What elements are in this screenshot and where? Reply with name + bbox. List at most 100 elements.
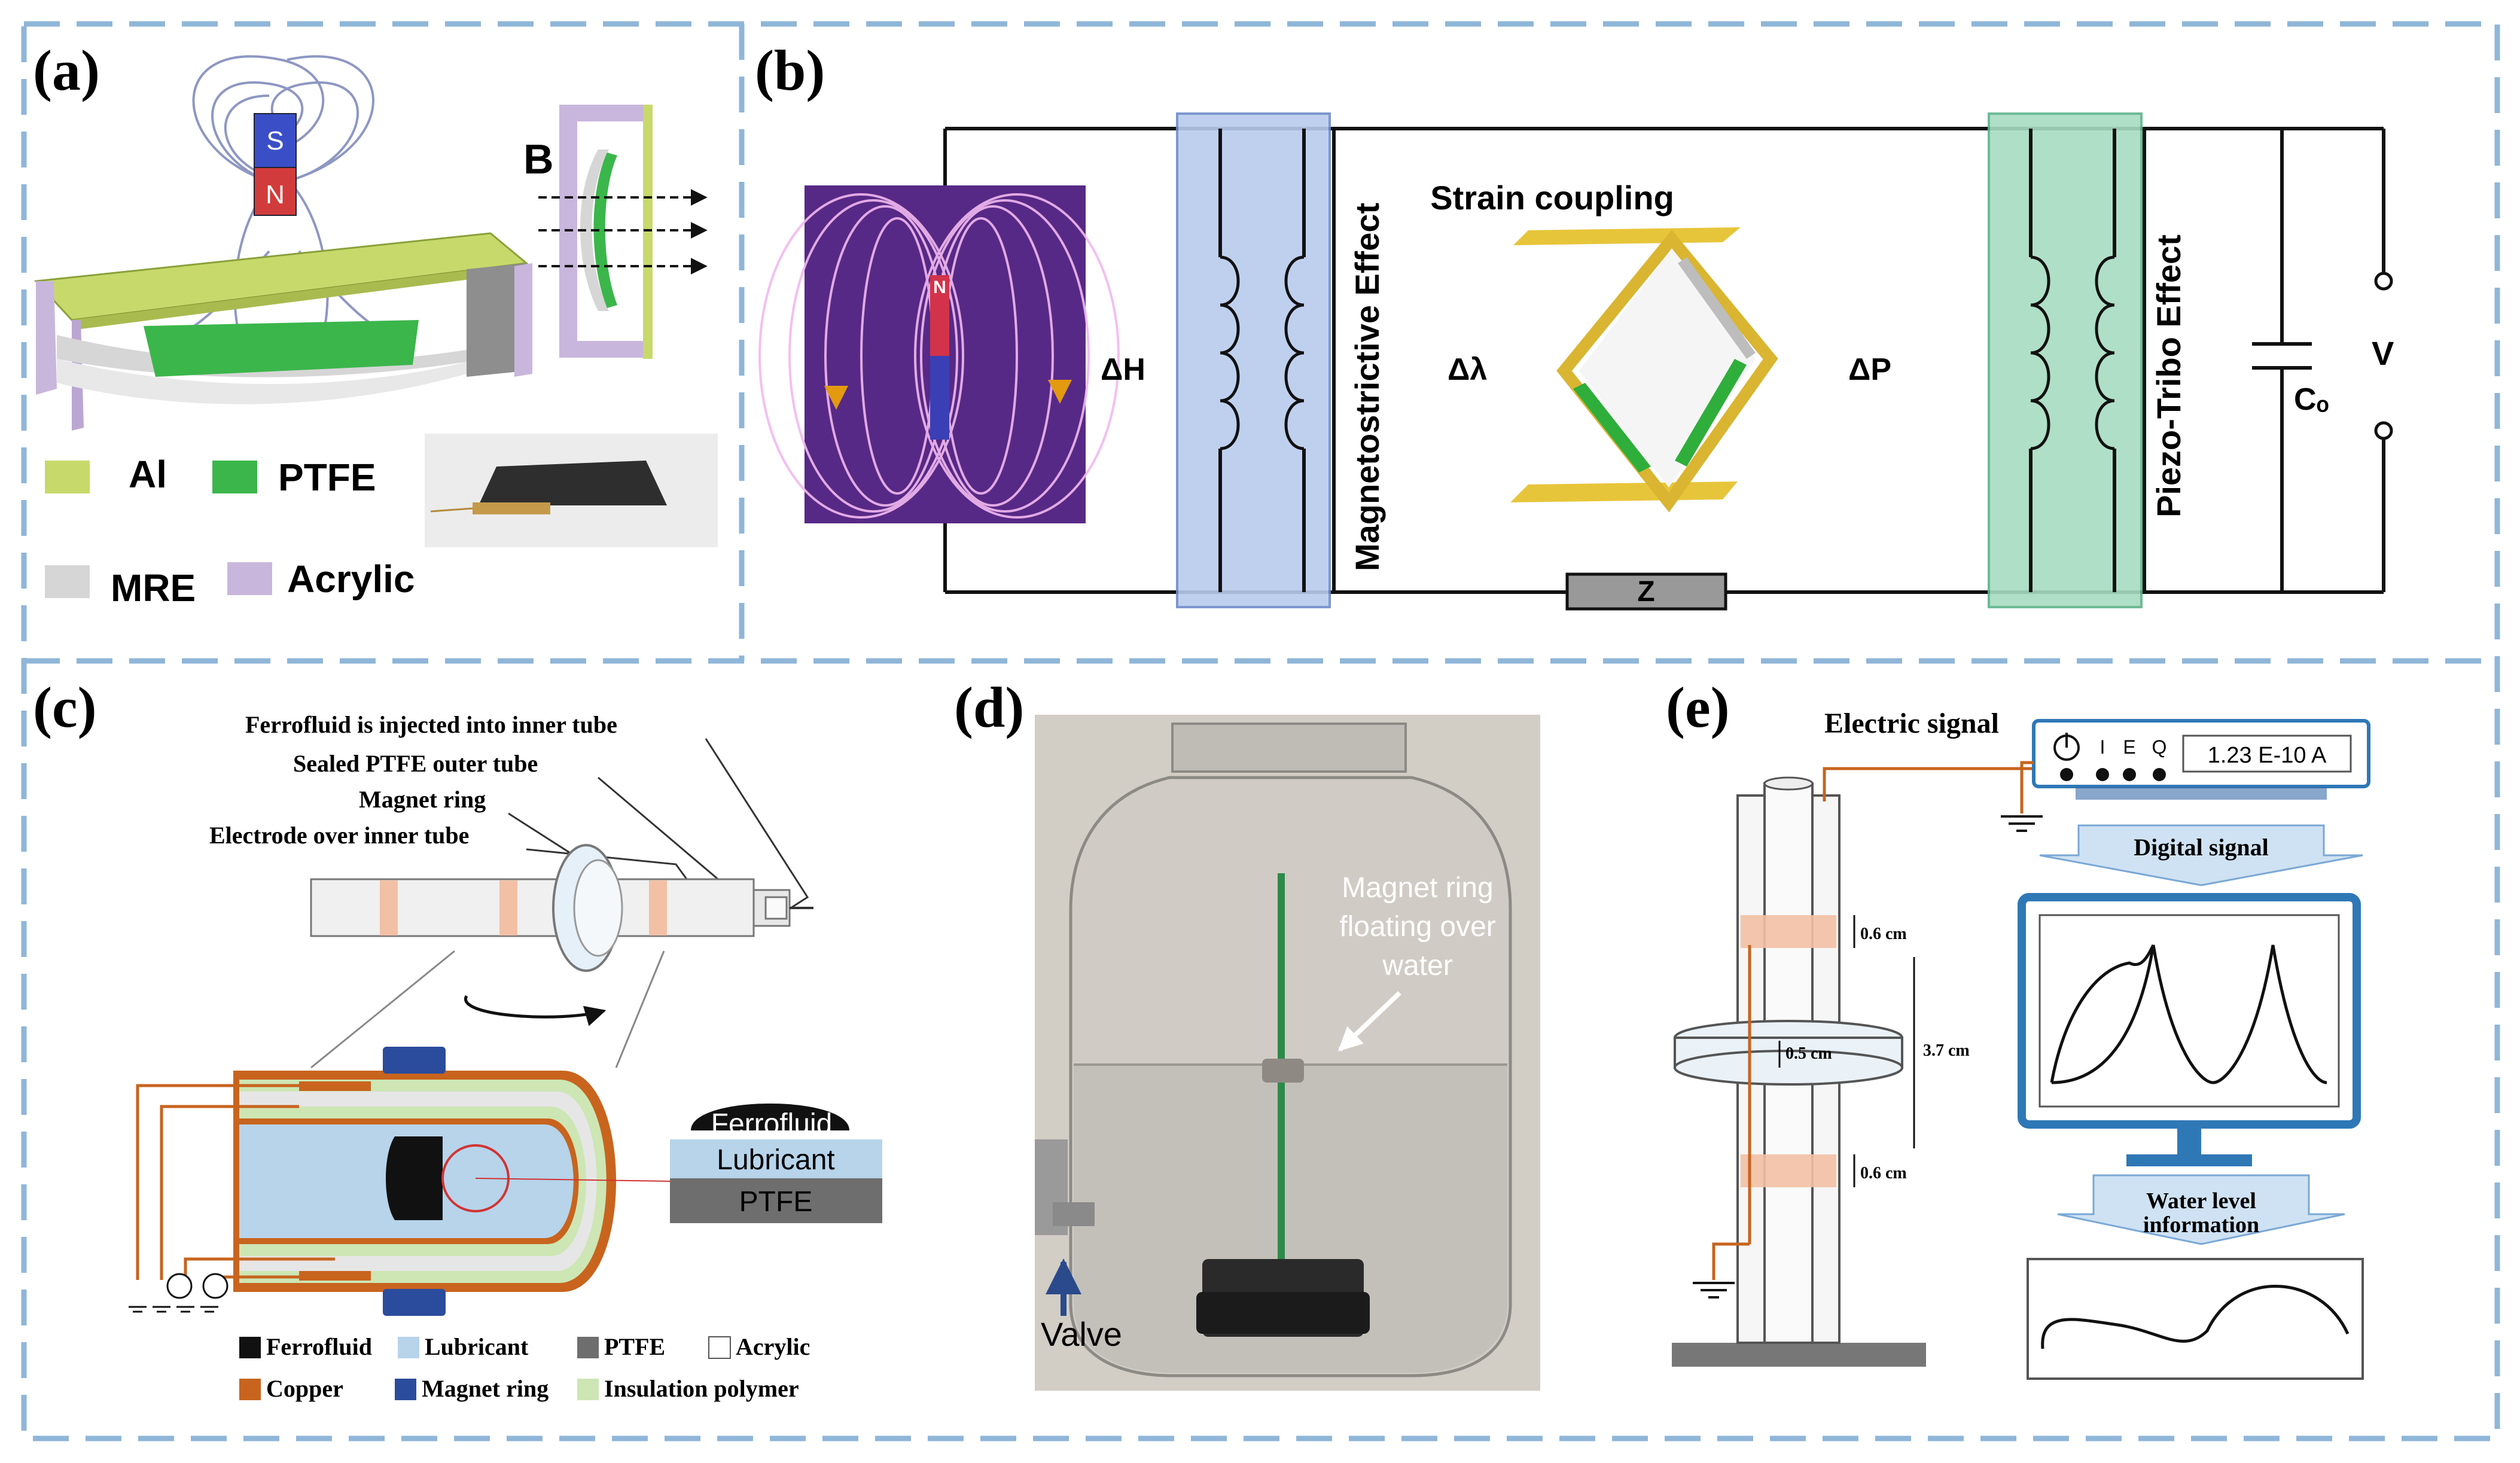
meter-btn-i: I [2100, 736, 2105, 758]
bar-magnet-s [930, 356, 949, 440]
electrode-1 [380, 880, 398, 935]
ground-wires [136, 1084, 335, 1280]
electrode-bottom [1741, 1154, 1836, 1187]
impedance-z [1565, 572, 1727, 611]
voltage-label: V [2372, 334, 2394, 372]
water-level-arrow: Water level information [2057, 1174, 2345, 1245]
electric-signal-label: Electric signal [1824, 708, 1999, 739]
dim-ring: 0.5 cm [1785, 1044, 1832, 1063]
field-arrows [538, 189, 708, 275]
outer-tube [310, 878, 755, 937]
magnet-ring-bottom [383, 1289, 446, 1316]
panel-frames [21, 21, 2500, 1441]
piezo-tribo-label: Piezo-Tribo Effect [2150, 234, 2187, 517]
legend-c-insulation: Insulation polymer [604, 1375, 799, 1402]
magnet-ring-top [383, 1047, 446, 1074]
panel-e-label: (e) [1666, 675, 1730, 739]
meter-btn-e: E [2123, 736, 2135, 758]
electrometer: I E Q 1.23 E-10 A [2001, 719, 2370, 832]
rotation-arrow [464, 995, 607, 1026]
ferrofluid-drop [691, 1104, 849, 1130]
tube-cross-section [129, 1047, 674, 1316]
side-acrylic-bottom [559, 341, 649, 358]
legend-swatch-ptfe [212, 461, 257, 493]
ptfe-film [144, 320, 419, 377]
legend-c-lubricant: Lubricant [425, 1333, 529, 1360]
legend-c-copper: Copper [266, 1375, 343, 1402]
panel-a-legend: Al PTFE MRE Acrylic [45, 453, 415, 609]
piezo-tribo-transformer: Piezo-Tribo Effect [1988, 112, 2187, 608]
delta-lambda-label: Δλ [1448, 352, 1487, 387]
legend-al: Al [129, 453, 167, 496]
electrode-top [1741, 915, 1836, 948]
water [1074, 1065, 1507, 1373]
meter-display [2182, 734, 2352, 773]
bar-magnet-n [930, 275, 949, 356]
sensor-column [1672, 754, 2035, 1367]
device-photo [425, 434, 718, 547]
legend-mre: MRE [111, 566, 196, 609]
bar-magnet-n-label: N [933, 278, 946, 297]
side-mre [580, 150, 609, 311]
dimension-lines [1778, 915, 1915, 1187]
callout-magnet-ring: Magnet ring [359, 786, 486, 813]
diamond-frame [1556, 230, 1778, 513]
strain-coupling-structure: Strain coupling [1430, 179, 1778, 513]
layer-ferrofluid: Ferrofluid [711, 1108, 833, 1140]
ferrofluid-plug [386, 1136, 443, 1220]
water-level-curve [2041, 1285, 2350, 1349]
digital-signal-arrow: Digital signal [2039, 824, 2363, 886]
dim-bottom-electrode: 0.6 cm [1860, 1164, 1907, 1182]
panel-e: (e) 0.6 cm 0.5 cm 3.7 cm 0.6 cm [1666, 675, 2370, 1380]
meter-reading: 1.23 E-10 A [2208, 743, 2327, 768]
column-base [1672, 1343, 1926, 1367]
terminal-top [2374, 272, 2393, 291]
annotation-line-3: water [1382, 950, 1452, 982]
legend-acrylic: Acrylic [287, 557, 415, 601]
annotation-line-2: floating over [1339, 911, 1496, 943]
signal-wire [1823, 754, 2035, 801]
tube-3d [310, 844, 813, 1069]
field-b-label: B [523, 136, 554, 182]
jar-neck [1171, 723, 1407, 773]
acrylic-wall-right-shadow [467, 263, 526, 377]
panel-c-legend: Ferrofluid Lubricant PTFE Acrylic Copper… [239, 1333, 810, 1402]
callout-electrode: Electrode over inner tube [209, 822, 469, 849]
dim-top-electrode: 0.6 cm [1860, 925, 1907, 943]
dim-span: 3.7 cm [1923, 1041, 1970, 1060]
callouts: Ferrofluid is injected into inner tube S… [209, 711, 617, 849]
monitor [2018, 893, 2361, 1166]
electrode-3 [649, 880, 667, 935]
lubricant-layer [670, 1139, 882, 1178]
panel-a-label: (a) [33, 38, 100, 102]
legend-ptfe: PTFE [278, 456, 376, 499]
magnet-field-image: N [758, 185, 1120, 523]
meter-btn-q: Q [2152, 736, 2167, 758]
magnet-n-label: N [266, 180, 285, 209]
photo-device [479, 461, 667, 505]
panel-a: (a) S N [33, 38, 718, 609]
ptfe-strip-right [1675, 359, 1747, 467]
panel-b-label: (b) [755, 38, 825, 102]
callout-injection: Ferrofluid is injected into inner tube [245, 711, 617, 738]
panel-c-label: (c) [33, 675, 97, 739]
signal-waveform [2051, 944, 2327, 1084]
annotation-line-1: Magnet ring [1342, 872, 1493, 904]
piezo-box [1988, 112, 2143, 608]
ptfe-strip-left [1573, 383, 1651, 473]
legend-swatch-mre [45, 565, 90, 598]
ptfe-layer [670, 1178, 882, 1223]
legend-swatch-acrylic [227, 562, 272, 595]
side-view-diagram: B [523, 105, 708, 359]
legend-swatch-al [45, 461, 90, 493]
panel-d: (d) Valve Magnet ring floating over wate… [954, 675, 1540, 1391]
glass-jar [1069, 723, 1512, 1377]
legend-c-ferrofluid: Ferrofluid [266, 1333, 372, 1360]
side-al [643, 105, 653, 359]
magnet-n-pole [254, 167, 297, 216]
water-level-line-1: Water level [2146, 1188, 2256, 1214]
al-plate-edge [72, 263, 526, 330]
digital-signal-label: Digital signal [2134, 834, 2269, 861]
